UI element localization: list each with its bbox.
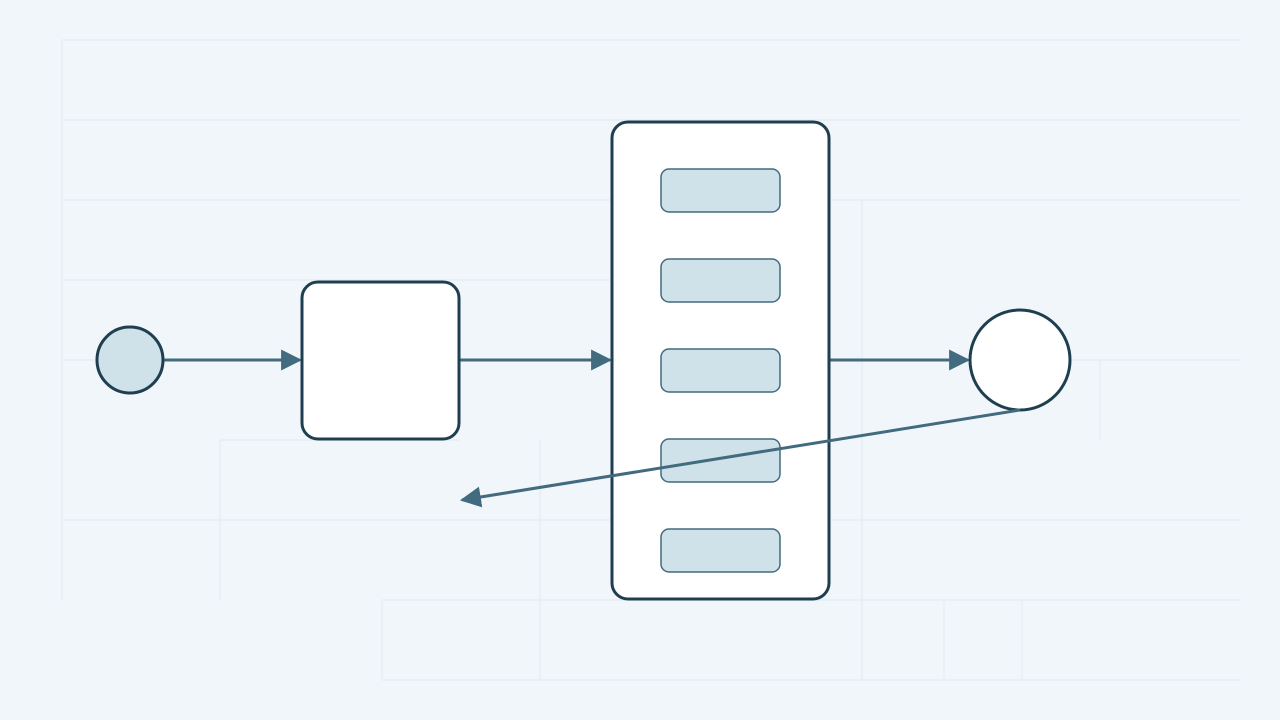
- group-item[interactable]: [660, 168, 781, 213]
- end-node[interactable]: [968, 308, 1072, 412]
- start-node[interactable]: [95, 325, 165, 395]
- group-item[interactable]: [660, 258, 781, 303]
- group-item[interactable]: [660, 528, 781, 573]
- background-guides: [61, 39, 1240, 681]
- group-item[interactable]: [660, 438, 781, 483]
- step-node[interactable]: [300, 280, 461, 441]
- group-items: [660, 168, 781, 573]
- edge-end-return: [459, 408, 1021, 508]
- group-item[interactable]: [660, 348, 781, 393]
